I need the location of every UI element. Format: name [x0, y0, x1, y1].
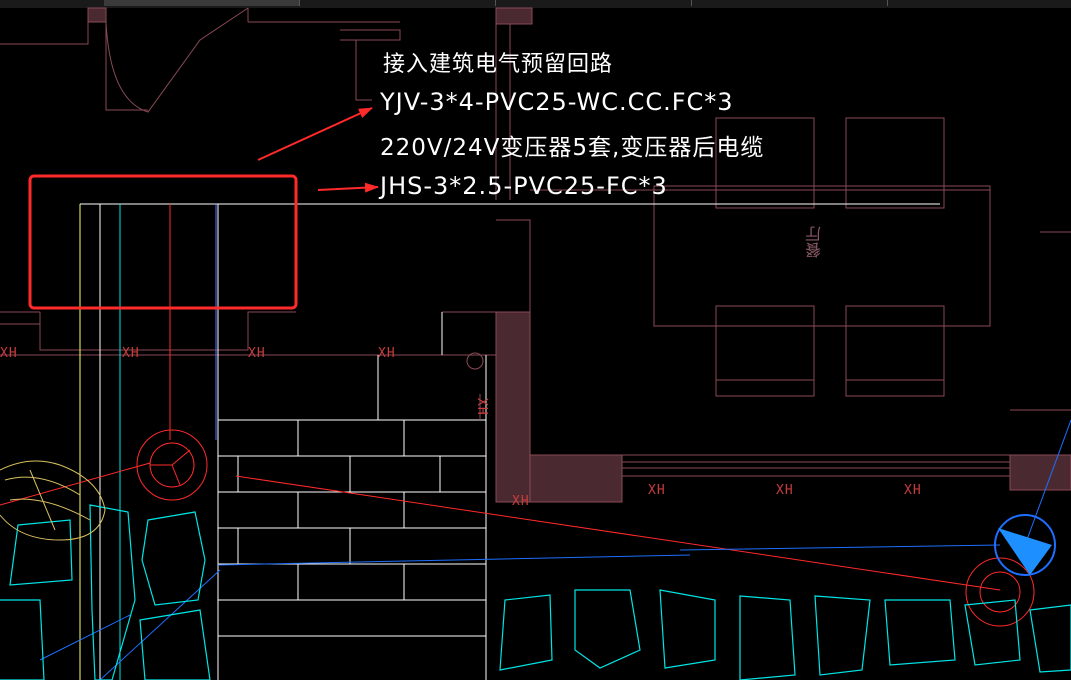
toolbar-tab[interactable]	[104, 0, 300, 6]
wire-tag: XH	[512, 494, 530, 509]
highlight-box	[28, 174, 298, 310]
wall-segment	[87, 7, 107, 23]
garden-stones	[0, 504, 1071, 680]
wall-segment	[495, 311, 531, 503]
annotation-line-1[interactable]: 接入建筑电气预留回路	[383, 52, 614, 77]
misc-symbols	[466, 352, 484, 420]
wall-segment	[529, 454, 623, 503]
annotation-line-4[interactable]: JHS-3*2.5-PVC25-FC*3	[380, 172, 668, 200]
arrow-to-cable-label	[257, 107, 373, 161]
wire-tag: XH	[904, 483, 922, 498]
cable-run	[79, 203, 940, 680]
sprinkler-device	[994, 514, 1056, 576]
paving-grid	[217, 312, 487, 680]
blue-lines	[39, 419, 1071, 680]
wire-tag: XH	[776, 483, 794, 498]
toolbar-tab[interactable]	[692, 0, 888, 6]
wire-tag: XH	[0, 346, 18, 361]
red-wiring	[0, 429, 1035, 627]
architecture-lines	[0, 7, 1071, 477]
arrow-to-wire-label	[317, 182, 379, 193]
wire-tag: XH	[248, 346, 266, 361]
wire-tag: XH	[474, 398, 489, 416]
wire-tag: XH	[378, 346, 396, 361]
wall-segment	[495, 7, 533, 25]
highlight-annotation	[28, 107, 379, 310]
wire-tag: XH	[648, 483, 666, 498]
wire-tag: XH	[122, 346, 140, 361]
annotation-line-3[interactable]: 220V/24V变压器5套,变压器后电缆	[380, 135, 765, 161]
wall-segment	[1009, 454, 1071, 491]
toolbar-tab[interactable]	[300, 0, 496, 6]
walls	[87, 7, 1071, 503]
toolbar-tab[interactable]	[496, 0, 692, 6]
plant-symbol	[0, 460, 106, 541]
top-toolbar	[0, 0, 1071, 8]
room-label: 餐厅	[805, 226, 824, 258]
annotation-line-2[interactable]: YJV-3*4-PVC25-WC.CC.FC*3	[380, 88, 734, 116]
